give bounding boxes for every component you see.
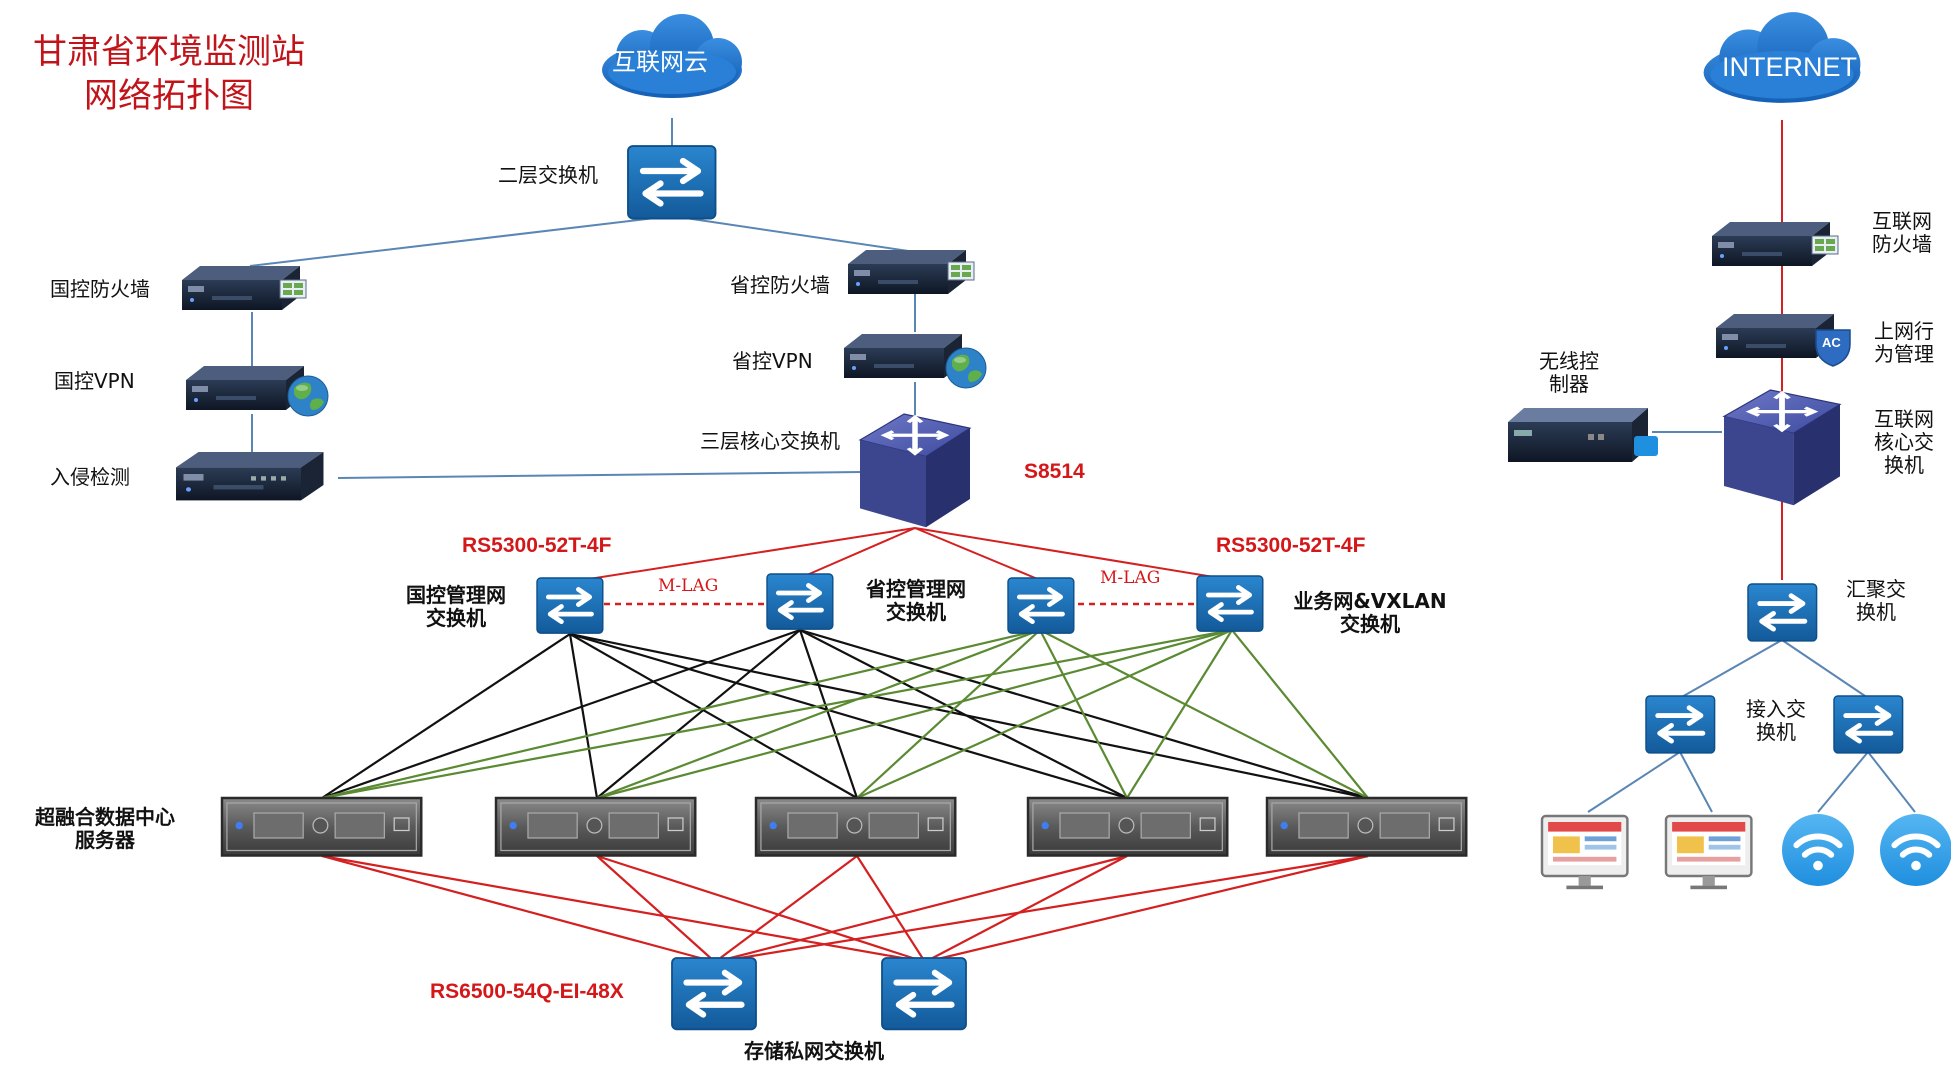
provincial-mgmt-switch-label: 省控管理网 交换机 [856,578,976,624]
ac-badge: AC [1822,335,1841,350]
server-line1: 超融合数据中心 [35,805,175,829]
core-line2: 核心交 [1874,430,1934,454]
switch-icon[interactable] [767,574,833,629]
title-line2: 网络拓扑图 [84,76,254,117]
provincial-firewall-label: 省控防火墙 [730,273,830,297]
l2-switch-label: 二层交换机 [498,163,598,187]
switch-icon[interactable] [537,578,603,633]
storage-switch-icon[interactable] [672,958,756,1029]
links-core-to-access [569,527,1233,583]
links-top [249,118,916,479]
storage-switch-label: 存储私网交换机 [744,1039,884,1063]
wifi-icon[interactable] [1782,814,1854,886]
national-vpn-icon[interactable] [186,366,329,417]
wifi-icon[interactable] [1880,814,1951,886]
links-storage [321,854,1369,964]
core-router-icon[interactable] [860,414,970,527]
access-switch-label: 接入交 换机 [1734,698,1818,744]
l2-switch-icon[interactable] [628,146,716,219]
core-switch-label: 三层核心交换机 [700,429,840,453]
provincial-vpn-icon[interactable] [844,334,987,389]
links-black [321,628,1369,800]
national-mgmt-switch-label: 国控管理网 交换机 [396,584,516,630]
internet-firewall-line2: 防火墙 [1872,232,1932,256]
ids-appliance-icon[interactable] [176,452,324,501]
core-line1: 互联网 [1874,407,1934,431]
title-line1: 甘肃省环境监测站 [33,32,305,72]
behavior-mgmt-label: 上网行 为管理 [1864,320,1944,366]
server-icon[interactable] [1265,796,1468,857]
switch-icon[interactable] [1197,576,1263,631]
wireless-controller-label: 无线控 制器 [1524,350,1614,396]
provincial-mgmt-line1: 省控管理网 [866,577,966,601]
aggregation-switch-label: 汇聚交 换机 [1834,578,1918,624]
cloud-label-internal: 互联网云 [612,48,708,76]
business-switch-label: 业务网&VXLAN 交换机 [1280,590,1460,636]
wireless-line2: 制器 [1549,372,1589,396]
wireless-controller-icon[interactable] [1508,408,1658,462]
internet-core-label: 互联网 核心交 换机 [1862,408,1946,477]
agg-line2: 换机 [1856,600,1896,624]
internet-firewall-line1: 互联网 [1872,209,1932,233]
links-right [1587,120,1916,813]
ac-shield-icon [1815,329,1851,367]
ids-label: 入侵检测 [50,465,130,489]
switch-icon[interactable] [1008,578,1074,633]
aggregation-switch-icon[interactable] [1748,584,1817,641]
access-switch-icon[interactable] [1646,696,1715,753]
behavior-mgmt-icon[interactable] [1716,314,1851,367]
behavior-line2: 为管理 [1874,342,1934,366]
internet-firewall-label: 互联网 防火墙 [1862,210,1942,256]
national-mgmt-line2: 交换机 [426,606,486,630]
server-label: 超融合数据中心 服务器 [20,806,190,852]
cloud-label-internet: INTERNET [1722,52,1857,82]
national-vpn-label: 国控VPN [54,369,135,393]
monitor-icon[interactable] [1664,814,1753,891]
storage-switch-icon[interactable] [882,958,966,1029]
internet-core-router-icon[interactable] [1724,390,1840,505]
provincial-vpn-label: 省控VPN [732,349,813,373]
rs5300-right-label: RS5300-52T-4F [1216,534,1366,557]
national-mgmt-line1: 国控管理网 [406,583,506,607]
diagram-title: 甘肃省环境监测站 网络拓扑图 [14,30,324,118]
server-icon[interactable] [1026,796,1229,857]
server-line2: 服务器 [75,828,135,852]
mlag-label-2: M-LAG [1100,568,1161,588]
provincial-firewall-icon[interactable] [848,250,975,294]
access-switch-icon[interactable] [1834,696,1903,753]
core-model-label: S8514 [1024,460,1085,483]
business-line1: 业务网&VXLAN [1293,589,1447,613]
server-icon[interactable] [754,796,957,857]
wireless-line1: 无线控 [1539,349,1599,373]
storage-model-label: RS6500-54Q-EI-48X [430,980,624,1003]
server-icon[interactable] [220,796,423,857]
agg-line1: 汇聚交 [1846,577,1906,601]
access-line1: 接入交 [1746,697,1806,721]
server-icon[interactable] [494,796,697,857]
monitor-icon[interactable] [1540,814,1629,891]
national-firewall-icon[interactable] [182,266,307,310]
core-line3: 换机 [1884,453,1924,477]
links-green [321,628,1369,800]
mlag-label-1: M-LAG [658,576,719,596]
provincial-mgmt-line2: 交换机 [886,600,946,624]
internet-firewall-icon[interactable] [1712,222,1839,266]
rs5300-left-label: RS5300-52T-4F [462,534,612,557]
behavior-line1: 上网行 [1874,319,1934,343]
access-line2: 换机 [1756,720,1796,744]
business-line2: 交换机 [1340,612,1400,636]
national-firewall-label: 国控防火墙 [50,277,150,301]
